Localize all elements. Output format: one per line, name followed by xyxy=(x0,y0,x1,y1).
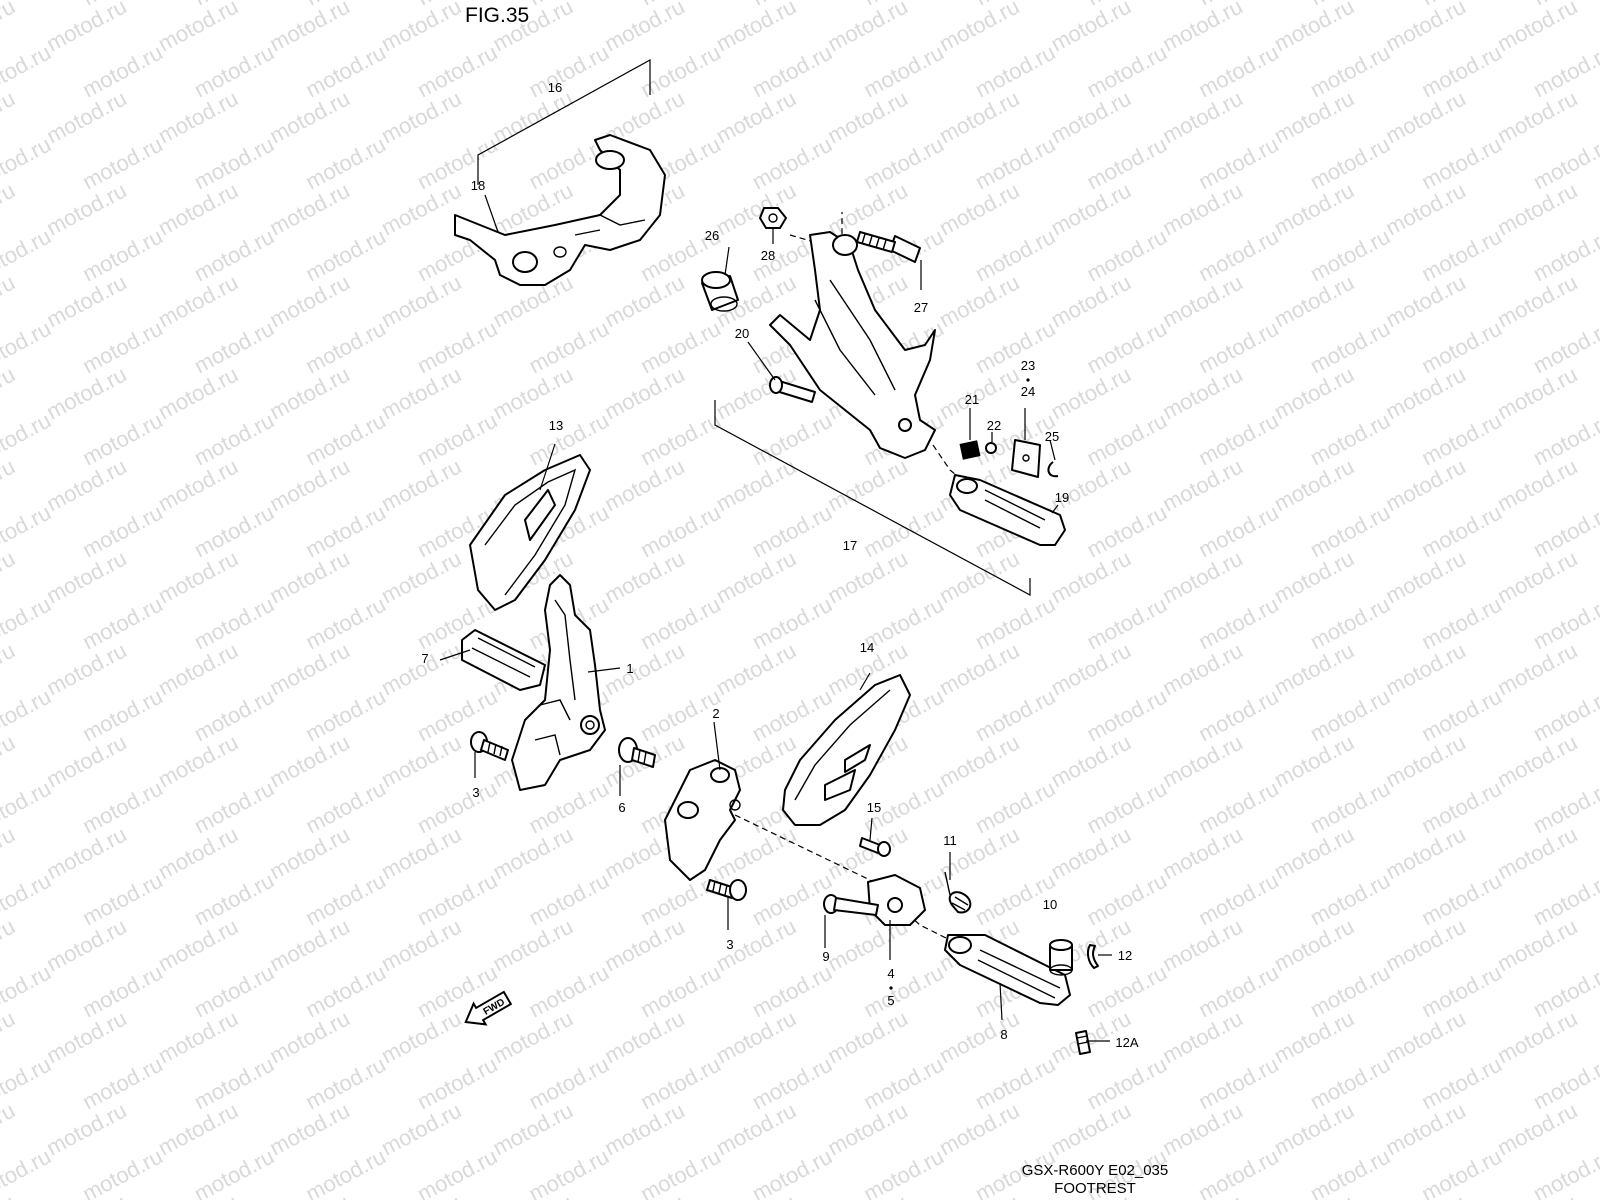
part-7-front-footpeg xyxy=(461,629,546,691)
part-13-heel-guard xyxy=(469,454,591,611)
watermark-text: motod.ru xyxy=(0,730,19,793)
callout-20: 20 xyxy=(735,326,749,341)
watermark-text: motod.ru xyxy=(0,270,19,333)
callout-18: 18 xyxy=(471,178,485,193)
part-3-bolt-lower xyxy=(706,879,747,901)
callout-12: 12 xyxy=(1118,948,1132,963)
part-26-bushing xyxy=(701,271,739,312)
watermark-text: motod.ru xyxy=(0,822,19,885)
watermark-text: motod.ru xyxy=(1306,1144,1394,1200)
part-15-bolt xyxy=(859,837,891,857)
watermark-text: motod.ru xyxy=(0,362,19,425)
watermark-text: motod.ru xyxy=(0,86,19,149)
watermark-text: motod.ru xyxy=(1047,0,1135,56)
watermark-text: motod.ru xyxy=(413,1144,501,1200)
watermark-text: motod.ru xyxy=(0,454,19,517)
watermark-text: motod.ru xyxy=(748,1144,836,1200)
callout-11: 11 xyxy=(943,833,957,848)
watermark-text: motod.ru xyxy=(0,1098,19,1161)
part-9-pin xyxy=(823,894,879,916)
part-16-bracket-assembly xyxy=(454,58,666,286)
watermark-text: motod.ru xyxy=(0,1190,19,1200)
model-code: GSX-R600Y E02_035 xyxy=(1021,1162,1169,1179)
watermark-text: motod.ru xyxy=(265,0,353,56)
watermark-text: motod.ru xyxy=(1381,0,1469,56)
watermark-text: motod.ru xyxy=(0,546,19,609)
callout-17: 17 xyxy=(843,538,857,553)
watermark-text: motod.ru xyxy=(1270,0,1358,56)
callout-2: 2 xyxy=(712,706,719,721)
watermark-text: motod.ru xyxy=(42,0,130,56)
watermark-text: motod.ru xyxy=(0,178,19,241)
leader-lines xyxy=(439,194,1112,1042)
watermark-text: motod.ru xyxy=(78,1144,166,1200)
callout-10: 10 xyxy=(1043,897,1057,912)
part-12-clip-pin xyxy=(1086,944,1099,969)
part-17-rear-footrest-assembly xyxy=(714,212,1066,597)
callout-19: 19 xyxy=(1055,490,1069,505)
callout-24: 24 xyxy=(1021,384,1035,399)
callout-labels: 16 18 26 28 27 20 23 24 21 22 25 19 17 1… xyxy=(421,80,1139,1050)
callout-27: 27 xyxy=(914,300,928,315)
callout-5: 5 xyxy=(887,993,894,1008)
watermark-text: motod.ru xyxy=(377,0,465,56)
part-12a-grease-fitting xyxy=(1075,1030,1091,1055)
part-4-5-peg-pivot xyxy=(867,874,926,926)
callout-22: 22 xyxy=(987,418,1001,433)
callout-16: 16 xyxy=(548,80,562,95)
watermark-text: motod.ru xyxy=(0,1006,19,1069)
callout-8: 8 xyxy=(1000,1027,1007,1042)
watermark-text: motod.ru xyxy=(0,0,19,56)
callout-1: 1 xyxy=(626,661,633,676)
callout-28: 28 xyxy=(761,248,775,263)
part-10-bushing xyxy=(1049,939,1073,976)
watermark-text: motod.ru xyxy=(1417,1144,1505,1200)
watermark-text: motod.ru xyxy=(489,0,577,56)
part-28-nut xyxy=(759,207,787,229)
watermark-text: motod.ru xyxy=(525,1144,613,1200)
diagram-caption: FOOTREST xyxy=(1054,1180,1136,1197)
callout-25: 25 xyxy=(1045,429,1059,444)
part-8-front-footpeg xyxy=(944,934,1071,1006)
callout-3-lower: 3 xyxy=(726,937,733,952)
callout-15: 15 xyxy=(867,800,881,815)
part-27-bolt xyxy=(856,231,921,263)
callout-12a: 12A xyxy=(1115,1035,1138,1050)
callout-4: 4 xyxy=(887,966,894,981)
watermark-text: motod.ru xyxy=(636,1144,724,1200)
watermark-text: motod.ru xyxy=(0,638,19,701)
watermark-text: motod.ru xyxy=(600,0,688,56)
watermark-text: motod.ru xyxy=(1158,0,1246,56)
watermark-text: motod.ru xyxy=(154,0,242,56)
watermark-text: motod.ru xyxy=(712,0,800,56)
part-1-front-bracket xyxy=(511,574,606,791)
figure-title: FIG.35 xyxy=(465,4,530,27)
part-3-bolt-left xyxy=(470,731,509,761)
watermark-text: motod.ru xyxy=(190,1144,278,1200)
callout-9: 9 xyxy=(822,949,829,964)
part-6-bolt xyxy=(618,737,656,768)
part-11-spring xyxy=(944,871,972,914)
watermark-text: motod.ru xyxy=(1194,1144,1282,1200)
watermark-text: motod.ru xyxy=(301,1144,389,1200)
callout-14: 14 xyxy=(860,640,874,655)
part-2-front-bracket xyxy=(664,759,741,881)
callout-26: 26 xyxy=(705,228,719,243)
callout-6: 6 xyxy=(618,800,625,815)
part-14-heel-guard xyxy=(782,674,911,826)
watermark-text: motod.ru xyxy=(859,1144,947,1200)
callout-23: 23 xyxy=(1021,358,1035,373)
watermark-text: motod.ru xyxy=(0,914,19,977)
watermark-text: motod.ru xyxy=(1493,0,1581,56)
callout-13: 13 xyxy=(549,418,563,433)
callout-7: 7 xyxy=(421,651,428,666)
callout-3-left: 3 xyxy=(472,785,479,800)
watermark-text: motod.ru xyxy=(823,0,911,56)
callout-21: 21 xyxy=(965,392,979,407)
watermark-text: motod.ru xyxy=(935,0,1023,56)
